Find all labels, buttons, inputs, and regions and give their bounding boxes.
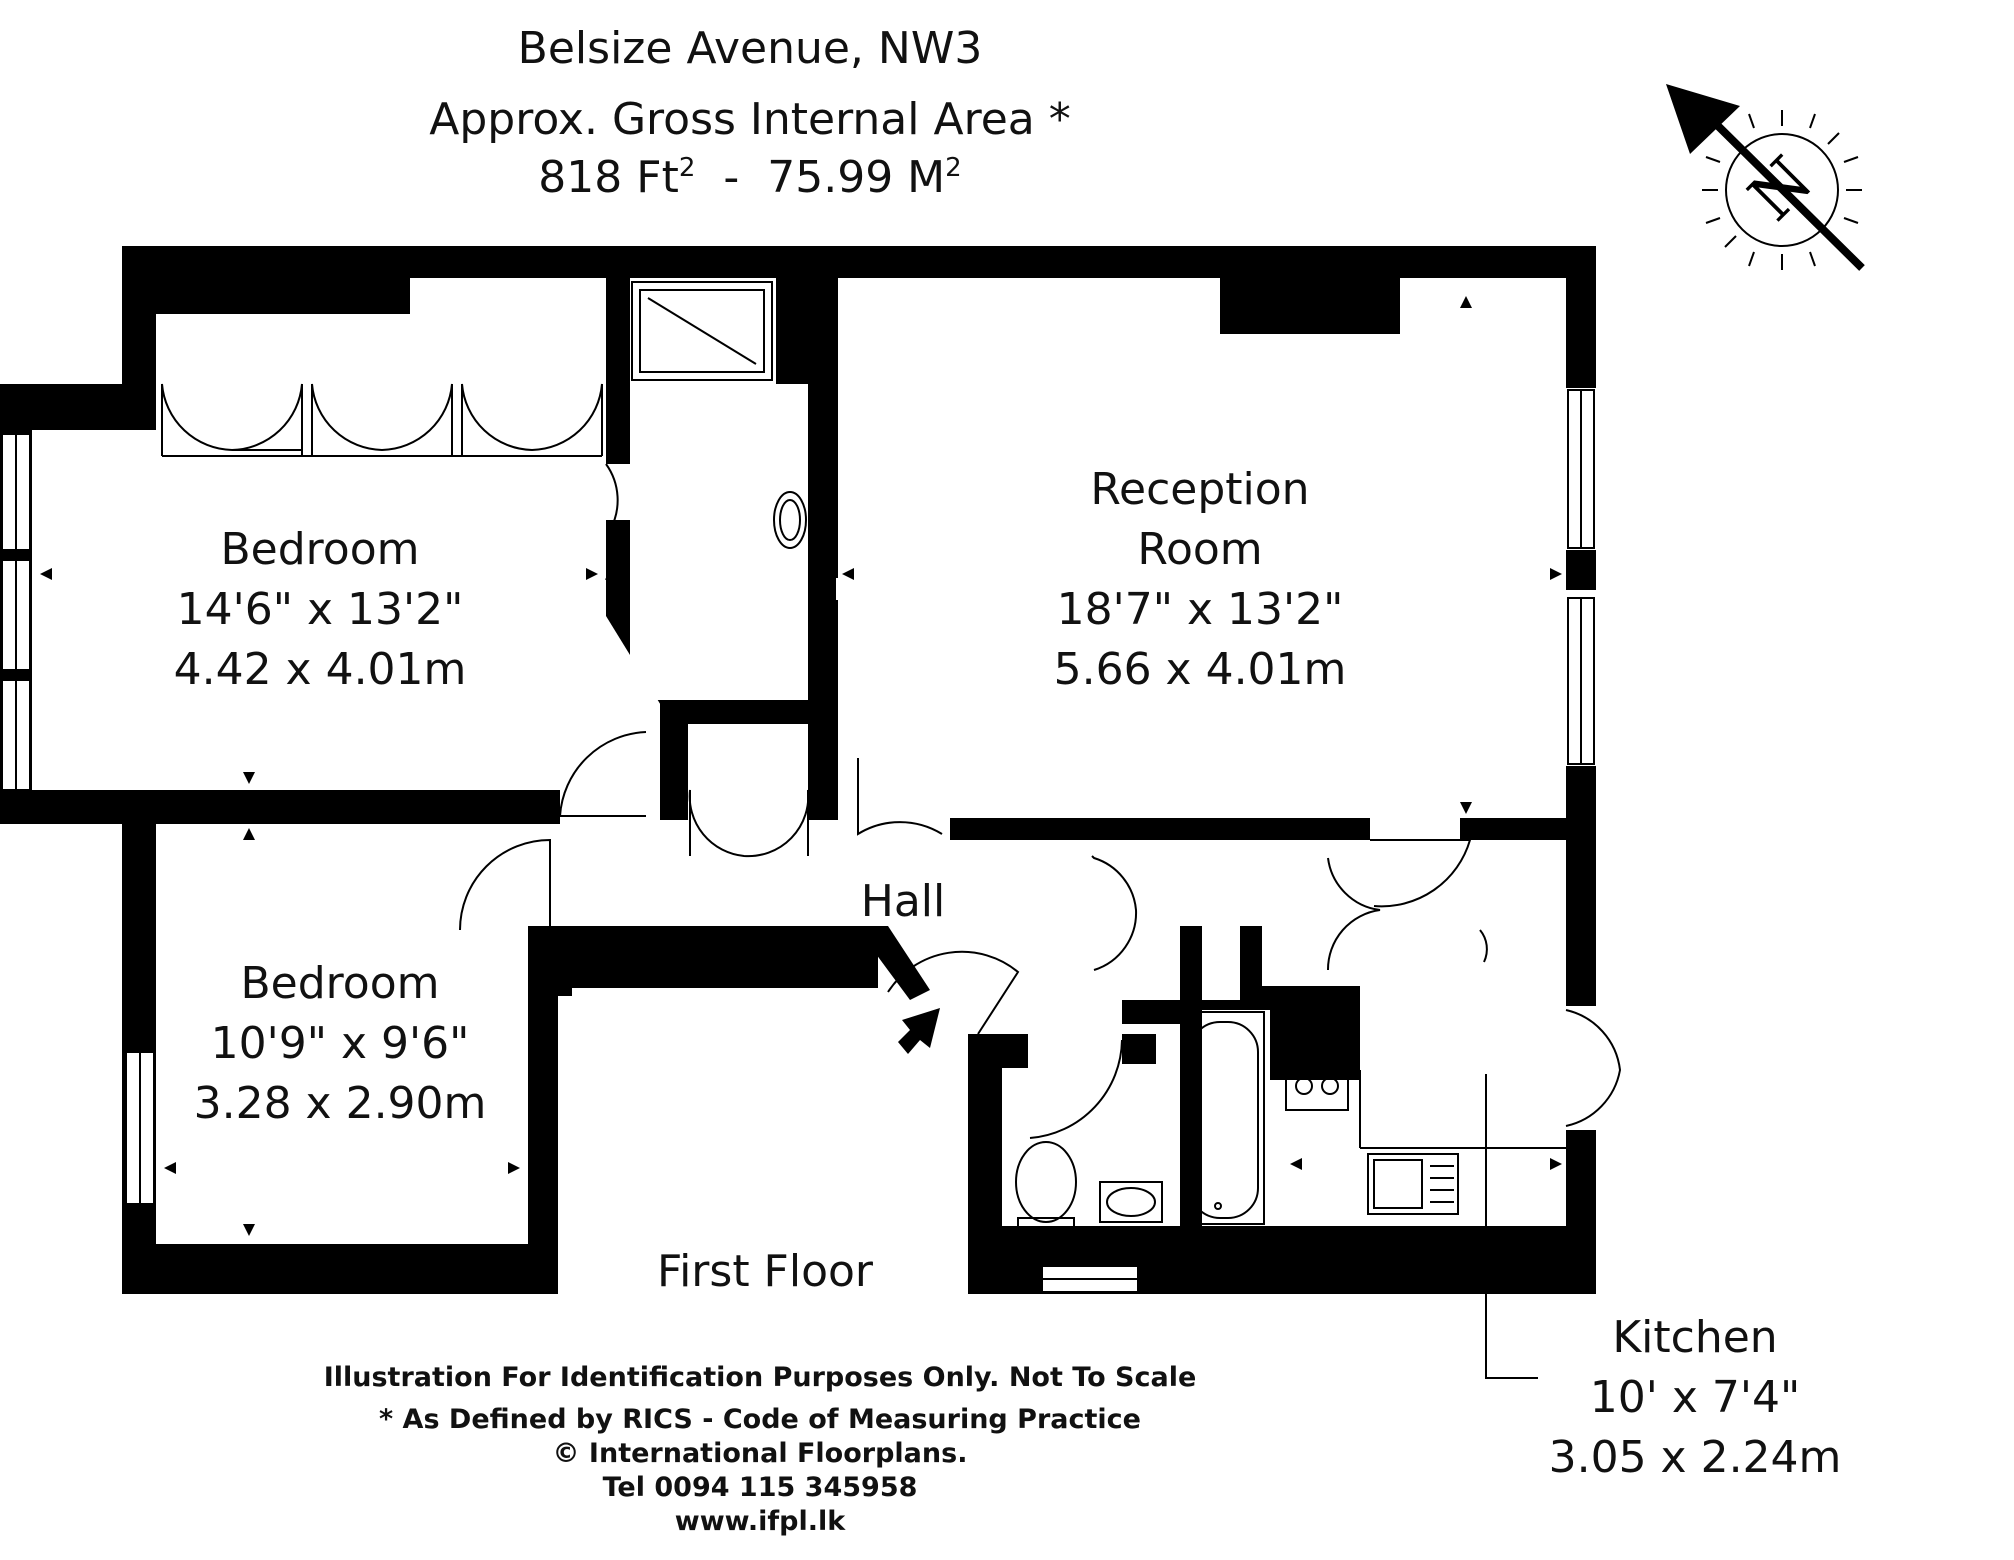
address-title: Belsize Avenue, NW3 [517,23,983,74]
room-floors [32,278,1566,1244]
footer-copyright: © International Floorplans. [552,1438,968,1469]
room-name-line2: Room [1137,524,1263,575]
room-metric: 5.66 x 4.01m [1053,644,1347,695]
room-metric: 3.05 x 2.24m [1548,1432,1842,1483]
room-reception: Reception Room 18'7" x 13'2" 5.66 x 4.01… [1000,460,1400,700]
footer-web: www.ifpl.lk [674,1506,846,1537]
room-bedroom-2: Bedroom 10'9" x 9'6" 3.28 x 2.90m [150,954,530,1134]
dimension-markers [40,286,1562,1236]
room-name: Bedroom [220,524,420,575]
room-imperial: 10'9" x 9'6" [210,1018,470,1069]
footer-tel: Tel 0094 115 345958 [602,1472,918,1503]
room-imperial: 14'6" x 13'2" [176,584,464,635]
room-hall: Hall [820,872,986,932]
room-metric: 4.42 x 4.01m [173,644,467,695]
floor-label: First Floor [656,1246,874,1297]
area-m-superscript: 2 [945,153,962,183]
windows [1,389,1595,1293]
room-metric: 3.28 x 2.90m [193,1078,487,1129]
footer-rics: * As Defined by RICS - Code of Measuring… [379,1404,1141,1435]
room-name: Hall [860,876,946,927]
room-bedroom-1: Bedroom 14'6" x 13'2" 4.42 x 4.01m [130,520,510,700]
area-separator: - [723,152,740,203]
room-kitchen: Kitchen 10' x 7'4" 3.05 x 2.24m [1540,1308,1850,1488]
area-values: 818 Ft2 - 75.99 M2 [300,155,1200,200]
area-ft-superscript: 2 [678,153,696,183]
room-name-line1: Reception [1090,464,1310,515]
room-name: Bedroom [240,958,440,1009]
room-imperial: 10' x 7'4" [1589,1372,1801,1423]
area-ft: 818 Ft [538,152,679,203]
fixtures [161,281,1622,1379]
area-label: Approx. Gross Internal Area * [429,94,1071,145]
area-m: 75.99 M [767,152,946,203]
room-imperial: 18'7" x 13'2" [1056,584,1344,635]
compass-icon: N [1666,84,1865,271]
room-name: Kitchen [1612,1312,1778,1363]
footer-disclaimer: Illustration For Identification Purposes… [323,1362,1197,1393]
entrance-arrow-icon [898,1008,940,1054]
